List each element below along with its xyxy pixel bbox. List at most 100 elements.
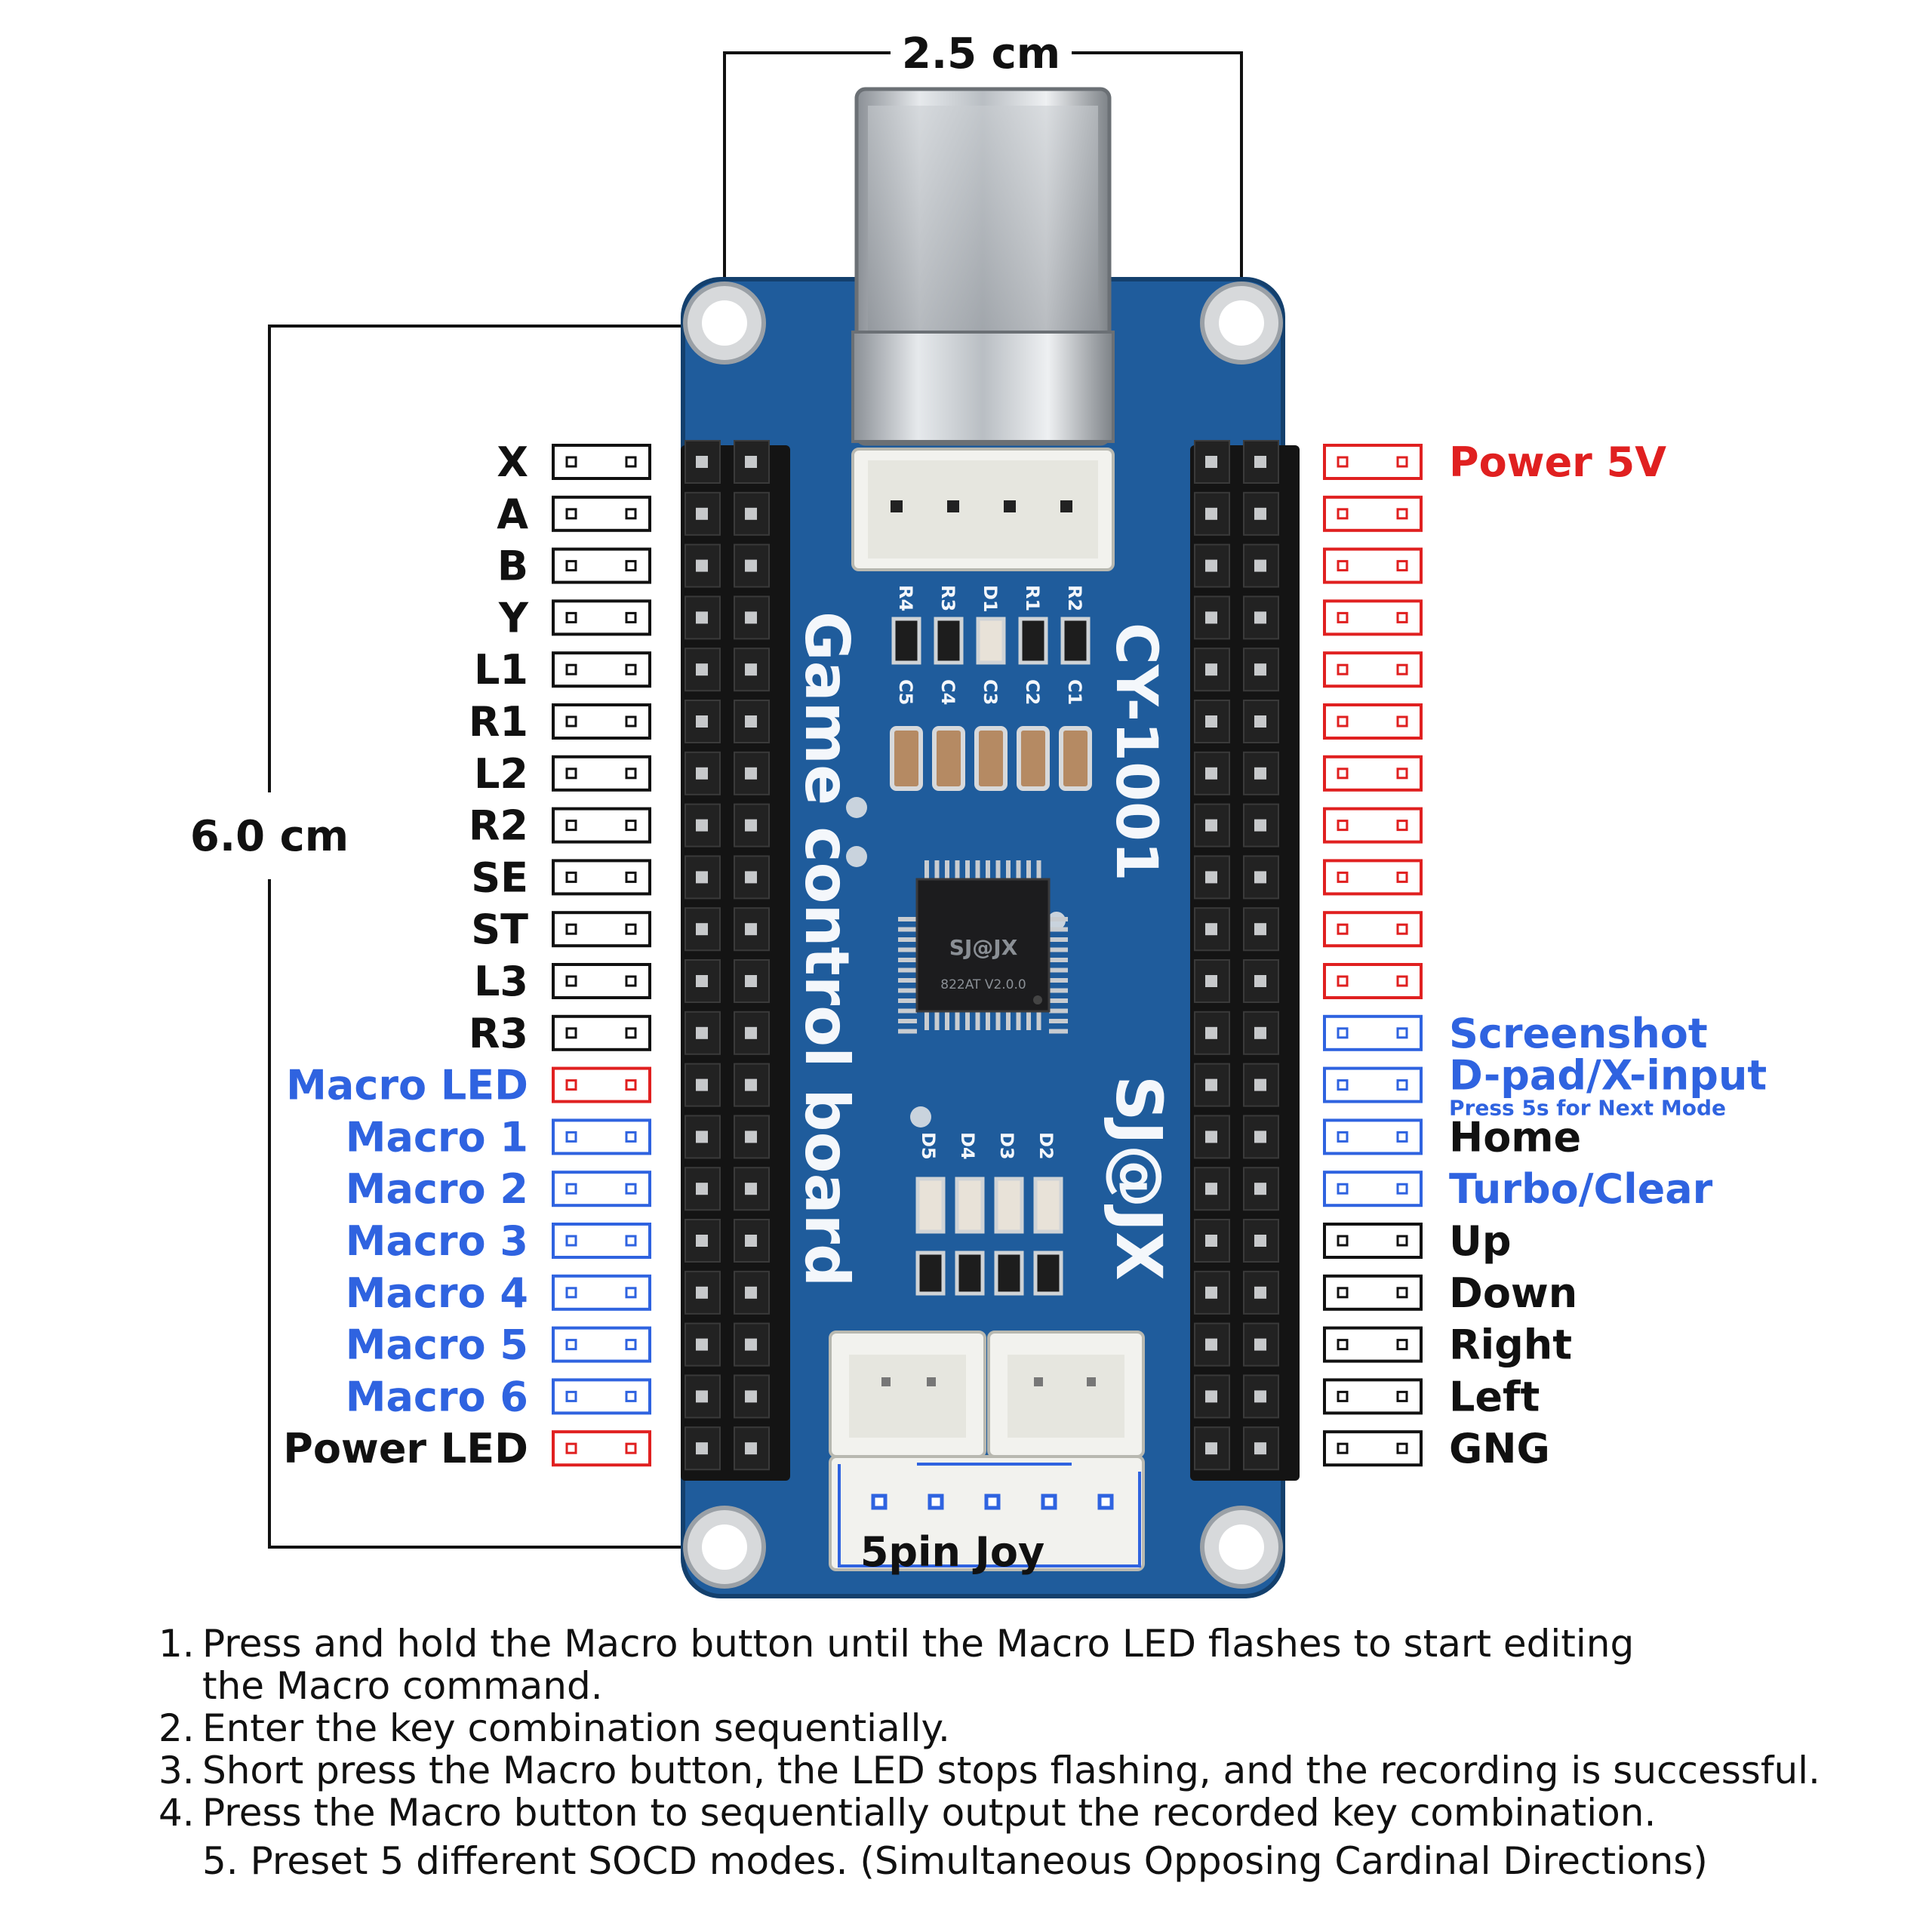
mounting-hole [683,1506,766,1589]
pin-label: Y [498,594,529,641]
joy-connector-label: 5pin Joy [860,1528,1044,1576]
component-label: R3 [937,585,958,611]
capacitor [974,726,1008,791]
width-dimension-label: 2.5 cm [902,29,1060,78]
pin-label-item: Up [1323,1217,1512,1265]
smd-part [934,617,964,665]
smd-part [1018,617,1048,665]
pin-label-item [1323,495,1423,532]
four-pin-connector [851,448,1115,571]
component-label: R4 [895,585,916,611]
pin-sub-label: Press 5s for Next Mode [1449,1096,1726,1121]
pin-box [552,1223,651,1259]
pin-label: Power LED [283,1425,528,1472]
width-dimension-line [723,51,891,317]
led-part [955,1177,985,1234]
pin-label: Macro 4 [346,1269,528,1317]
pin-box [552,1378,651,1415]
pin-box [1323,963,1423,999]
capacitor [932,726,965,791]
capacitor [890,726,923,791]
pin-label-item [1323,703,1423,740]
pin-label-item [1323,547,1423,584]
pin-box [1323,495,1423,532]
led-part [915,1177,946,1234]
component-label: D5 [918,1132,939,1160]
pin-label: L2 [474,750,528,798]
pin-label: R1 [469,698,528,746]
pin-label: Power 5V [1449,438,1666,486]
mounting-hole [683,281,766,365]
component-label: R1 [1022,585,1043,611]
height-dimension-line-lower [268,879,724,1549]
pin-box [1323,1223,1423,1259]
pin-label-item: R1 [469,698,651,746]
smd-part [915,1251,946,1296]
pin-label: X [497,438,528,486]
pin-label: R2 [469,802,528,850]
pin-label: Macro 5 [346,1321,528,1369]
pin-label: Macro LED [286,1062,528,1109]
pin-box [1323,1014,1423,1051]
pin-box [1323,444,1423,480]
pin-label-item [1323,963,1423,999]
pin-label-item [1323,911,1423,948]
pin-label: R3 [469,1010,528,1057]
pin-label-item: Down [1323,1269,1577,1317]
pin-box [552,547,651,584]
pin-box [552,963,651,999]
pin-label: Up [1449,1217,1512,1265]
pin-label-item [1323,651,1423,688]
pin-box [1323,755,1423,792]
pin-label-item: ST [471,906,651,953]
pin-label-item: Macro 3 [346,1217,651,1265]
height-dimension-line [268,325,724,792]
pin-box [1323,1066,1423,1103]
pin-label-item: Right [1323,1321,1572,1369]
pin-label-item: A [497,491,651,538]
pin-label: Macro 1 [346,1113,528,1161]
pin-box [1323,547,1423,584]
pin-label-item [1323,755,1423,792]
board-model-silkscreen: CY-1001 [1103,623,1171,881]
pin-box [1323,1274,1423,1311]
pin-label-item: L1 [474,646,651,694]
pin-label: Macro 2 [346,1165,528,1213]
pin-label-item: Macro LED [286,1062,651,1109]
five-pin-joy-connector: 5pin Joy [829,1455,1145,1576]
pin-box [1323,599,1423,636]
mcu-chip: SJ@JX 822AT V2.0.0 [898,860,1068,1034]
instruction-item: 3.Short press the Macro button, the LED … [158,1749,1820,1792]
pin-box [552,495,651,532]
pin-label-item: Y [498,594,651,641]
pin-label-item: L3 [474,958,651,1005]
pin-box [552,807,651,844]
capacitor [1059,726,1092,791]
pin-label-item: SE [471,854,651,901]
smd-part [891,617,921,665]
pin-label-item: R2 [469,802,651,850]
pin-label: B [497,543,528,590]
pin-label: L1 [474,646,528,694]
board-brand-silkscreen: SJ@JX [1102,1075,1176,1281]
component-label: C4 [937,679,958,705]
instructions-list: 1.Press and hold the Macro button until … [158,1623,1820,1882]
pin-label: Right [1449,1321,1572,1369]
pin-box [552,1066,651,1103]
smd-part [955,1251,985,1296]
pin-label-item [1323,859,1423,896]
component-label: D1 [980,585,1001,613]
instruction-item: 4.Press the Macro button to sequentially… [158,1791,1657,1835]
pin-label-item: B [497,543,651,590]
pin-label: SE [471,854,528,901]
pin-label-item: X [497,438,651,486]
chip-model-text: 822AT V2.0.0 [940,977,1026,992]
pin-label-item: Power 5V [1323,438,1666,486]
pin-box [552,599,651,636]
pin-box [1323,911,1423,948]
pin-label: Screenshot [1449,1010,1708,1057]
